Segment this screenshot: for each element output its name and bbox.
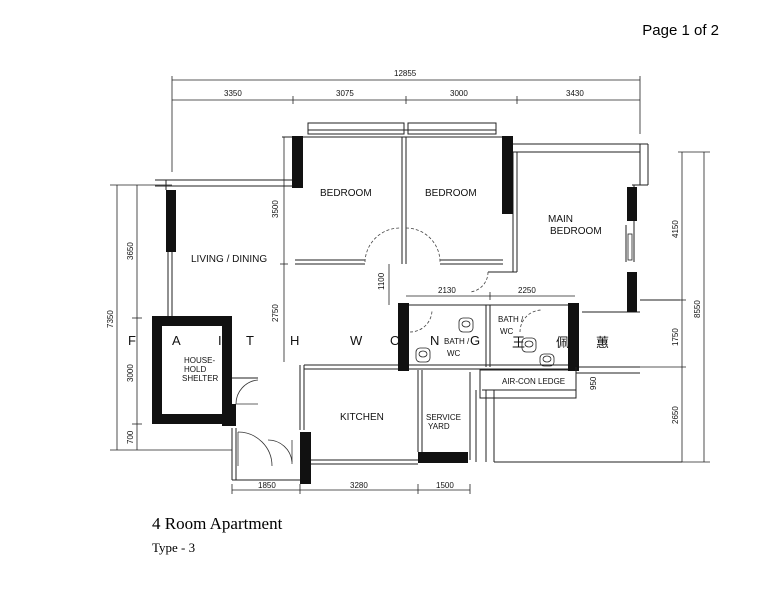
dimension-label: 1500 (436, 481, 454, 490)
dimension-label: 7350 (106, 310, 115, 328)
watermark-letter: N (430, 333, 441, 348)
dimension-label: 2650 (671, 406, 680, 424)
dimension-label: 2250 (518, 286, 536, 295)
watermark-letter: W (350, 333, 364, 348)
bedroom-label: BEDROOM (320, 188, 372, 199)
service-yard-label: SERVICE (426, 413, 461, 422)
dimension-lines: 12855 3350 3075 3000 3430 3500 2750 1100… (106, 69, 710, 494)
dimension-label: 3000 (450, 89, 468, 98)
dimension-label: 3075 (336, 89, 354, 98)
main-bedroom-label: BEDROOM (550, 226, 602, 237)
watermark-letter: G (470, 333, 482, 348)
watermark-letter: O (390, 333, 402, 348)
dimension-label: 2130 (438, 286, 456, 295)
room-labels: BEDROOM BEDROOM MAIN BEDROOM LIVING / DI… (182, 188, 602, 431)
dimension-label: 3000 (126, 364, 135, 382)
watermark: F A I T H W O N G 王 佩 蕙 (128, 333, 611, 350)
watermark-letter: 蕙 (596, 335, 611, 350)
thin-walls (155, 122, 682, 481)
shelter-label: HOUSE- (184, 356, 215, 365)
watermark-letter: A (172, 333, 183, 348)
dimension-label: 3280 (350, 481, 368, 490)
dimension-label: 3500 (271, 200, 280, 218)
watermark-letter: F (128, 333, 138, 348)
entrance-door (235, 379, 293, 467)
bath-wc-label: BATH / (498, 315, 524, 324)
structural-walls (152, 136, 637, 484)
dimension-label: 3650 (126, 242, 135, 260)
dimension-label: 3430 (566, 89, 584, 98)
dimension-label: 12855 (394, 69, 417, 78)
plan-subtitle: Type - 3 (152, 540, 196, 555)
bath-wc-label: WC (447, 349, 461, 358)
watermark-letter: 王 (512, 335, 527, 350)
main-bedroom-label: MAIN (548, 214, 573, 225)
page-number-label: Page 1 of 2 (642, 22, 719, 39)
dimension-label: 700 (126, 430, 135, 444)
dimension-label: 2750 (271, 304, 280, 322)
dimension-label: 4150 (671, 220, 680, 238)
bedroom-label: BEDROOM (425, 188, 477, 199)
watermark-letter: T (246, 333, 256, 348)
plan-title: 4 Room Apartment (152, 514, 283, 533)
dimension-label: 950 (589, 376, 598, 390)
shelter-label: SHELTER (182, 374, 219, 383)
watermark-letter: I (218, 333, 224, 348)
kitchen-label: KITCHEN (340, 412, 384, 423)
dimension-label: 1850 (258, 481, 276, 490)
doors (364, 227, 543, 333)
service-yard-label: YARD (428, 422, 450, 431)
shelter-label: HOLD (184, 365, 206, 374)
aircon-ledge-label: AIR-CON LEDGE (502, 377, 565, 386)
living-dining-label: LIVING / DINING (191, 254, 267, 265)
dimension-label: 1100 (377, 272, 386, 290)
bath-wc-label: BATH / (444, 337, 470, 346)
watermark-letter: H (290, 333, 301, 348)
watermark-letter: 佩 (556, 335, 571, 350)
toilet-icons (415, 233, 633, 367)
dimension-label: 1750 (671, 328, 680, 346)
dimension-label: 8550 (693, 300, 702, 318)
bath-wc-label: WC (500, 327, 514, 336)
dimension-label: 3350 (224, 89, 242, 98)
